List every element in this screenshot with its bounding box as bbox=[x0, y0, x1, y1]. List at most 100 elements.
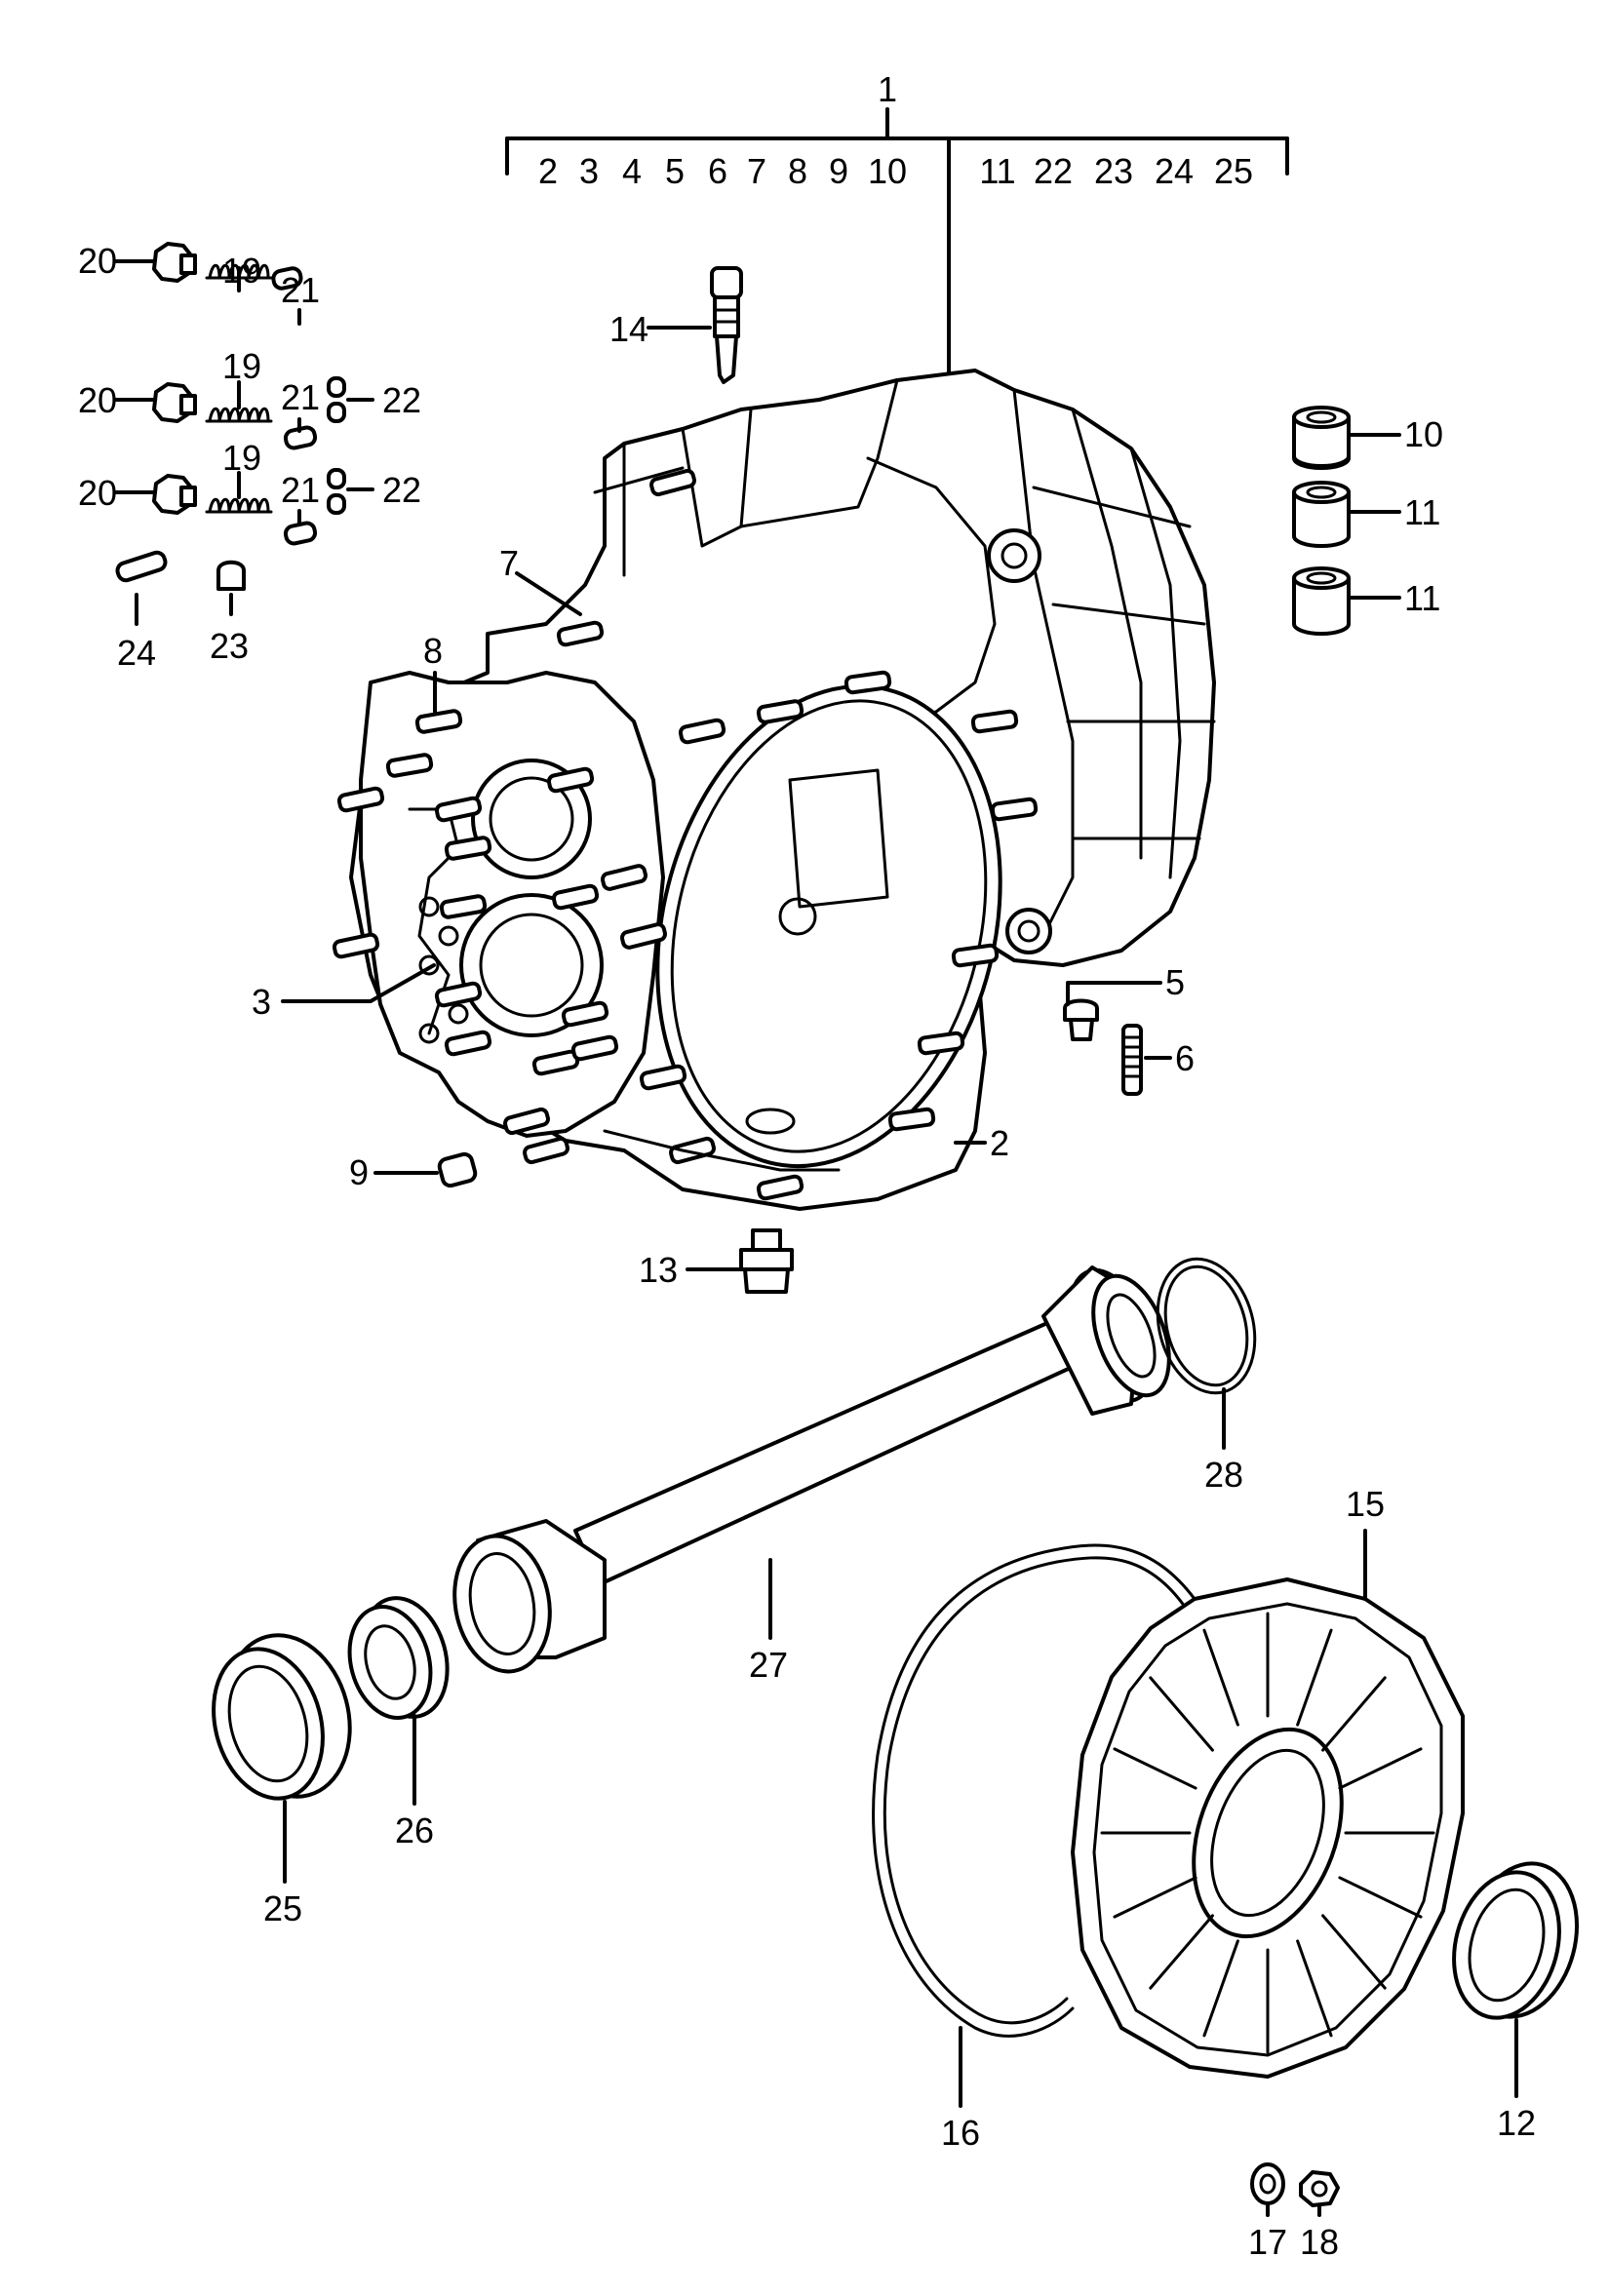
cover-rib bbox=[1113, 1876, 1197, 1919]
leader-lines bbox=[113, 259, 1518, 2217]
callout-8: 8 bbox=[423, 631, 443, 671]
group-left-number-3: 3 bbox=[579, 151, 599, 191]
callout-20a: 20 bbox=[78, 241, 117, 281]
cover-rib bbox=[1338, 1747, 1423, 1790]
breather-14 bbox=[710, 266, 743, 384]
callout-16: 16 bbox=[941, 2113, 980, 2153]
stud bbox=[434, 796, 483, 823]
transmission-housing bbox=[332, 369, 1216, 1211]
cover-rib bbox=[1338, 1876, 1423, 1919]
group-right-number-11: 11 bbox=[979, 151, 1015, 191]
stud bbox=[970, 709, 1019, 734]
stud bbox=[551, 883, 600, 911]
group-right-number-25: 25 bbox=[1214, 151, 1253, 191]
group-left-number-5: 5 bbox=[665, 151, 685, 191]
seal-12 bbox=[1452, 1861, 1580, 2020]
stud bbox=[434, 981, 483, 1008]
callout-19b: 19 bbox=[222, 346, 261, 386]
callout-21a: 21 bbox=[281, 270, 320, 310]
group-left-number-9: 9 bbox=[829, 151, 848, 191]
spring-19b bbox=[205, 407, 273, 423]
pin-21a bbox=[271, 266, 303, 291]
stud bbox=[444, 1030, 492, 1057]
seal-25 bbox=[212, 1633, 352, 1801]
callout-12: 12 bbox=[1497, 2103, 1536, 2143]
group-right-number-24: 24 bbox=[1155, 151, 1194, 191]
cap-20a bbox=[152, 242, 197, 283]
stud bbox=[619, 922, 668, 950]
screw-plug-13 bbox=[739, 1228, 794, 1294]
callout-14: 14 bbox=[609, 309, 648, 349]
callout-19c: 19 bbox=[222, 438, 261, 478]
stud bbox=[414, 709, 463, 734]
callout-labels: 20 20 20 19 19 19 21 21 21 22 22 24 23 1… bbox=[78, 241, 1536, 2262]
callout-6: 6 bbox=[1175, 1038, 1195, 1078]
stud bbox=[649, 468, 696, 497]
cover-rib bbox=[1296, 1628, 1333, 1727]
cover-rib bbox=[1321, 1676, 1387, 1752]
callout-2: 2 bbox=[990, 1123, 1009, 1163]
callout-17: 17 bbox=[1248, 2222, 1287, 2262]
stud bbox=[503, 1107, 550, 1136]
bushing-11b bbox=[1292, 566, 1351, 636]
stud bbox=[639, 1064, 687, 1091]
callout-3: 3 bbox=[252, 982, 271, 1022]
callout-7: 7 bbox=[499, 543, 519, 583]
callout-22a: 22 bbox=[382, 380, 421, 420]
stud bbox=[439, 894, 488, 919]
callout-28: 28 bbox=[1204, 1455, 1243, 1495]
stud bbox=[385, 753, 434, 778]
cap-20b bbox=[152, 382, 197, 423]
cover-rib bbox=[1202, 1628, 1239, 1727]
stud bbox=[600, 864, 648, 891]
nut-18 bbox=[1299, 2170, 1340, 2207]
group-right-number-23: 23 bbox=[1094, 151, 1133, 191]
stud-6 bbox=[1121, 1024, 1143, 1096]
stud bbox=[756, 699, 804, 724]
cover-rib bbox=[1296, 1939, 1333, 2038]
callout-11a: 11 bbox=[1404, 492, 1440, 532]
pin-24 bbox=[115, 550, 168, 583]
callout-22b: 22 bbox=[382, 470, 421, 510]
stud bbox=[678, 718, 726, 745]
group-left-number-8: 8 bbox=[788, 151, 807, 191]
stud bbox=[844, 670, 892, 695]
stud bbox=[951, 943, 1000, 968]
stud bbox=[570, 1034, 619, 1062]
cover-rib bbox=[1202, 1939, 1239, 2038]
plug-5 bbox=[1063, 998, 1099, 1041]
stud bbox=[332, 932, 380, 959]
stud bbox=[561, 1000, 609, 1028]
group-left-number-10: 10 bbox=[868, 151, 907, 191]
callout-5: 5 bbox=[1165, 962, 1185, 1002]
stud bbox=[546, 766, 595, 794]
group-left-number-7: 7 bbox=[747, 151, 766, 191]
tube-27 bbox=[452, 1265, 1171, 1674]
cover-15 bbox=[1071, 1577, 1465, 2079]
cover-rib bbox=[1149, 1914, 1214, 1990]
callout-21b: 21 bbox=[281, 377, 320, 417]
callout-10: 10 bbox=[1404, 414, 1443, 454]
bushing-10 bbox=[1292, 406, 1351, 470]
group-left-number-2: 2 bbox=[538, 151, 558, 191]
bushing-11a bbox=[1292, 481, 1351, 548]
stud bbox=[990, 797, 1039, 822]
cover-rib bbox=[1113, 1747, 1197, 1790]
washer-17 bbox=[1250, 2162, 1285, 2205]
group-left-number-6: 6 bbox=[708, 151, 727, 191]
callout-15: 15 bbox=[1346, 1484, 1385, 1524]
callout-11b: 11 bbox=[1404, 578, 1440, 618]
callout-24: 24 bbox=[117, 633, 156, 673]
callout-20b: 20 bbox=[78, 380, 117, 420]
stud bbox=[336, 786, 385, 813]
ball-22a bbox=[327, 376, 346, 423]
ball-22b bbox=[327, 468, 346, 515]
cover-rib bbox=[1149, 1676, 1214, 1752]
stud bbox=[669, 1136, 716, 1165]
stud bbox=[887, 1107, 936, 1132]
callout-25: 25 bbox=[263, 1888, 302, 1928]
callout-1: 1 bbox=[878, 69, 897, 109]
